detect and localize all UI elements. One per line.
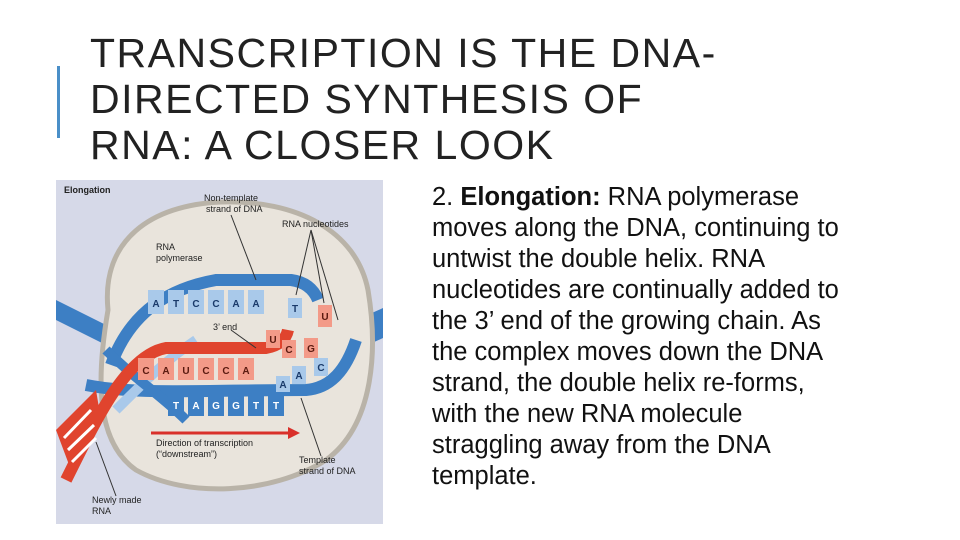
free-nucleotide: U [269, 335, 276, 346]
free-nucleotide: A [279, 380, 286, 391]
top-base: A [252, 299, 259, 310]
rna-polymerase-label: RNA [156, 242, 175, 252]
direction-label: (“downstream”) [156, 449, 217, 459]
body-line: 2. Elongation: RNA polymerase [432, 182, 952, 213]
top-base: A [152, 299, 159, 310]
newly-made-rna-label: RNA [92, 506, 111, 516]
rna-base: A [162, 366, 169, 377]
step-term: Elongation: [460, 183, 600, 211]
panel-label: Elongation [64, 185, 111, 195]
non-template-label: strand of DNA [206, 204, 263, 214]
template-base: T [273, 401, 279, 412]
rna-base: A [242, 366, 249, 377]
rna-nucleotides-label: RNA nucleotides [282, 219, 349, 229]
rna-base: C [202, 366, 209, 377]
elongation-diagram: A T C C A A C A U C C A T A G G T [56, 180, 383, 524]
body-line: the 3’ end of the growing chain. As [432, 306, 952, 337]
rna-base: C [142, 366, 149, 377]
top-base: T [173, 299, 179, 310]
body-line: with the new RNA molecule [432, 399, 952, 430]
free-nucleotide: U [321, 312, 328, 323]
template-base: T [173, 401, 179, 412]
body-line-text: RNA polymerase [601, 183, 799, 211]
slide-title: TRANSCRIPTION IS THE DNA- DIRECTED SYNTH… [90, 30, 850, 168]
title-line: RNA: A CLOSER LOOK [90, 122, 850, 168]
template-base: A [192, 401, 199, 412]
step-number: 2. [432, 183, 460, 211]
free-nucleotide: T [292, 304, 298, 315]
free-nucleotide: A [295, 371, 302, 382]
template-base: T [253, 401, 259, 412]
template-base: G [232, 401, 240, 412]
non-template-label: Non-template [204, 193, 258, 203]
free-nucleotide: C [285, 345, 292, 356]
template-base: G [212, 401, 220, 412]
direction-label: Direction of transcription [156, 438, 253, 448]
body-line: moves along the DNA, continuing to [432, 213, 952, 244]
top-base: A [232, 299, 239, 310]
body-line: untwist the double helix. RNA [432, 244, 952, 275]
newly-made-rna-label: Newly made [92, 495, 142, 505]
template-label: Template [299, 455, 336, 465]
rna-base: C [222, 366, 229, 377]
three-end-label: 3’ end [213, 322, 237, 332]
top-base: C [192, 299, 199, 310]
elongation-description: 2. Elongation: RNA polymerase moves alon… [432, 182, 952, 492]
title-line: TRANSCRIPTION IS THE DNA- [90, 30, 850, 76]
body-line: straggling away from the DNA [432, 430, 952, 461]
title-accent-bar [57, 66, 60, 138]
free-nucleotide: C [317, 363, 324, 374]
body-line: strand, the double helix re-forms, [432, 368, 952, 399]
template-label: strand of DNA [299, 466, 356, 476]
title-line: DIRECTED SYNTHESIS OF [90, 76, 850, 122]
rna-base: U [182, 366, 189, 377]
rna-polymerase-label: polymerase [156, 253, 203, 263]
body-line: the complex moves down the DNA [432, 337, 952, 368]
top-base: C [212, 299, 219, 310]
body-line: nucleotides are continually added to [432, 275, 952, 306]
free-nucleotide: G [307, 344, 315, 355]
body-line: template. [432, 461, 952, 492]
